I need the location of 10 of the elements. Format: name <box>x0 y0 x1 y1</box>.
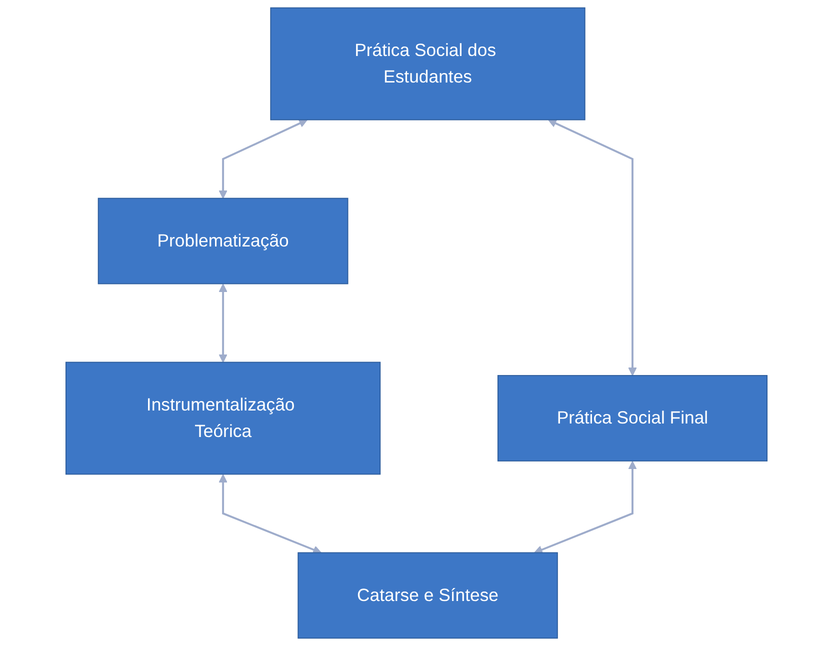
node-box: Prática Social dos Estudantes <box>270 7 586 120</box>
node-box: Catarse e Síntese <box>298 552 558 639</box>
arrow <box>534 460 637 554</box>
arrow <box>218 284 228 363</box>
arrow <box>548 119 637 376</box>
node-box: Instrumentalização Teórica <box>65 362 381 475</box>
node-box: Problematização <box>98 198 348 284</box>
node-box: Prática Social Final <box>497 375 768 462</box>
arrow <box>218 474 322 554</box>
arrow <box>218 119 308 199</box>
